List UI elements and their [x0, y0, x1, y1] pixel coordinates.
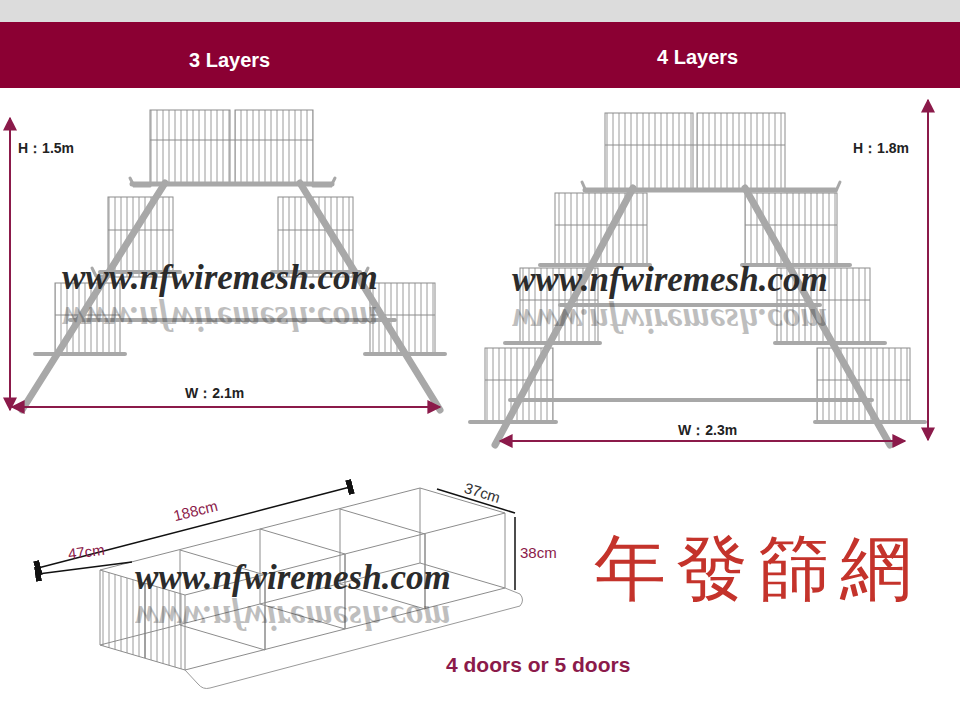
watermark: www.nfwiremesh.com	[62, 258, 378, 298]
width-dimension: W：2.3m	[678, 422, 737, 438]
cage-height-dimension: 38cm	[520, 544, 557, 561]
watermark-reflection: www.nfwiremesh.com	[135, 597, 451, 637]
brand-seal: 年發篩網	[594, 528, 922, 611]
layer-heading: 4 Layers	[657, 46, 738, 69]
layer-heading: 3 Layers	[189, 49, 270, 72]
header-band: 3 Layers 4 Layers	[0, 22, 960, 88]
height-dimension: H：1.8m	[853, 140, 909, 156]
four-layer-cage	[485, 113, 910, 423]
four-layer-frame	[470, 182, 925, 445]
dimension-arrows	[10, 100, 928, 441]
width-dimension: 47cm	[67, 541, 106, 563]
three-layer-frame	[22, 178, 445, 410]
three-layer-cage	[55, 110, 435, 355]
watermark-reflection: www.nfwiremesh.com	[62, 298, 378, 338]
top-strip	[0, 0, 960, 22]
width-dimension: W：2.1m	[185, 385, 244, 401]
watermark-reflection: www.nfwiremesh.com	[512, 300, 828, 340]
height-dimension: H：1.5m	[18, 140, 74, 156]
door-note: 4 doors or 5 doors	[446, 653, 630, 677]
length-dimension: 188cm	[172, 497, 220, 525]
watermark: www.nfwiremesh.com	[512, 260, 828, 300]
watermark: www.nfwiremesh.com	[135, 558, 451, 598]
